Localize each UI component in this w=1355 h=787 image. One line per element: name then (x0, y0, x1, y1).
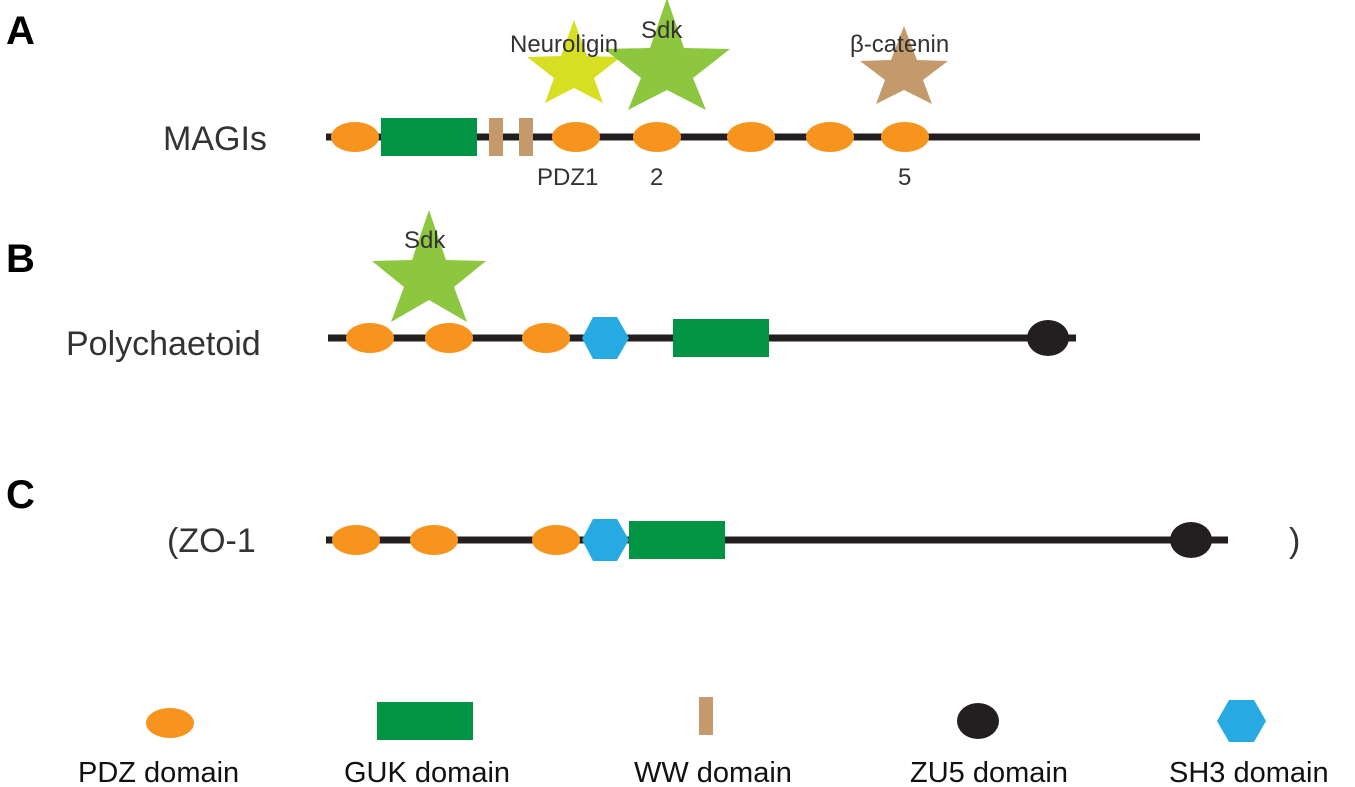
legend-label-guk: GUK domain (344, 757, 510, 787)
pdz-domain (346, 323, 394, 353)
pdz1-label: PDZ1 (537, 164, 598, 191)
panel-a-letter: A (6, 9, 35, 53)
legend-label-pdz: PDZ domain (78, 757, 239, 787)
guk-legend-icon (377, 702, 473, 740)
legend-label-zu5: ZU5 domain (910, 757, 1068, 787)
legend-item-ww: WW domain (634, 697, 792, 787)
sdk-label-a: Sdk (641, 17, 683, 44)
sdk-star-shape-b (372, 210, 486, 322)
pdz-domain (633, 122, 681, 152)
legend: PDZ domain GUK domain WW domain ZU5 doma… (78, 697, 1329, 787)
pdz-domain (532, 525, 580, 555)
guk-domain (629, 521, 725, 559)
protein-name-zo1: (ZO-1 (167, 522, 256, 560)
protein-name-polychaetoid: Polychaetoid (66, 325, 261, 363)
pdz-legend-icon (146, 708, 194, 738)
sh3-domain (582, 317, 629, 359)
pdz-domain (410, 525, 458, 555)
legend-item-zu5: ZU5 domain (910, 703, 1068, 787)
pdz-domain (881, 122, 929, 152)
beta-catenin-star-shape (860, 26, 948, 104)
zu5-domain (1170, 522, 1212, 558)
neuroligin-star-shape (527, 20, 621, 103)
closing-parenthesis: ) (1289, 522, 1300, 560)
ww-domain (519, 118, 533, 156)
zu5-domain (1027, 320, 1069, 356)
sdk-star-shape-a (604, 0, 730, 110)
pdz-domain (522, 323, 570, 353)
beta-catenin-label: β-catenin (850, 31, 949, 58)
neuroligin-label: Neuroligin (510, 31, 618, 58)
panel-c: C (ZO-1 ) (6, 473, 1300, 561)
ww-domain (489, 118, 503, 156)
legend-item-sh3: SH3 domain (1169, 700, 1329, 787)
pdz-domain (425, 323, 473, 353)
pdz-domain (332, 525, 380, 555)
pdz-domain (331, 122, 379, 152)
pdz-domain (552, 122, 600, 152)
ww-legend-icon (699, 697, 713, 735)
panel-a: A MAGIs Neuroligin Sdk β-catenin PDZ1 2 … (6, 0, 1200, 191)
sh3-domain (582, 519, 629, 561)
panel-b: B Polychaetoid Sdk (6, 210, 1076, 363)
legend-item-pdz: PDZ domain (78, 708, 239, 787)
pdz-domain (806, 122, 854, 152)
guk-domain (673, 319, 769, 357)
zu5-legend-icon (957, 703, 999, 739)
guk-domain (381, 118, 477, 156)
pdz-domain (727, 122, 775, 152)
sdk-label-b: Sdk (404, 227, 446, 254)
sh3-legend-icon (1217, 700, 1266, 742)
pdz5-label: 5 (898, 164, 911, 191)
legend-label-sh3: SH3 domain (1169, 757, 1329, 787)
legend-label-ww: WW domain (634, 757, 792, 787)
protein-name-magis: MAGIs (163, 120, 267, 158)
pdz2-label: 2 (650, 164, 663, 191)
panel-c-letter: C (6, 473, 35, 517)
panel-b-letter: B (6, 237, 35, 281)
legend-item-guk: GUK domain (344, 702, 510, 787)
